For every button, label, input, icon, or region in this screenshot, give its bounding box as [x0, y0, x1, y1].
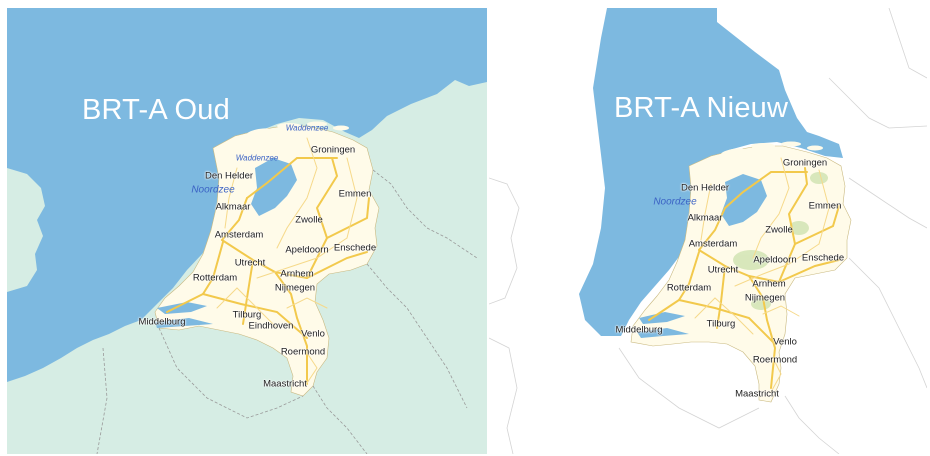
country-borders: [96, 169, 478, 454]
city-label-tilburg: Tilburg: [706, 318, 736, 330]
sea-label-noordzee: Noordzee: [653, 196, 697, 208]
wadden-islands: [217, 121, 349, 168]
city-label-nijmegen: Nijmegen: [274, 282, 316, 294]
city-label-arnhem: Arnhem: [280, 268, 314, 280]
city-label-amsterdam: Amsterdam: [214, 229, 264, 241]
panel-title: BRT-A Nieuw: [614, 92, 789, 124]
sea-label-noordzee: Noordzee: [191, 184, 235, 196]
panel-title: BRT-A Oud: [82, 94, 230, 126]
ijsselmeer: [721, 174, 767, 226]
city-label-tilburg: Tilburg: [232, 309, 262, 321]
city-label-roermond: Roermond: [280, 346, 326, 358]
road-network-minor: [216, 137, 358, 384]
city-label-rotterdam: Rotterdam: [192, 272, 238, 284]
city-label-maastricht: Maastricht: [263, 378, 307, 390]
city-label-alkmaar: Alkmaar: [215, 201, 251, 213]
city-label-groningen: Groningen: [310, 144, 356, 156]
city-label-rotterdam: Rotterdam: [666, 282, 712, 294]
sea-label-waddenzee: Waddenzee: [235, 153, 279, 163]
country-outlines: [489, 8, 927, 454]
city-label-utrecht: Utrecht: [707, 264, 739, 276]
road-network-minor: [694, 157, 830, 393]
city-label-enschede: Enschede: [801, 252, 845, 264]
city-label-alkmaar: Alkmaar: [687, 212, 723, 224]
city-label-middelburg: Middelburg: [615, 324, 663, 336]
road-network: [648, 167, 840, 389]
city-label-venlo: Venlo: [773, 336, 797, 348]
city-label-emmen: Emmen: [808, 200, 842, 212]
city-label-den-helder: Den Helder: [204, 170, 254, 182]
netherlands-land: [154, 125, 380, 397]
city-label-den-helder: Den Helder: [680, 182, 730, 194]
zeeland-water: [155, 302, 213, 328]
road-network: [166, 157, 370, 385]
city-label-nijmegen: Nijmegen: [744, 292, 786, 304]
wadden-islands: [691, 141, 823, 185]
city-label-eindhoven: Eindhoven: [248, 320, 294, 332]
city-label-zwolle: Zwolle: [295, 214, 323, 226]
sea-area: [7, 8, 487, 382]
city-label-arnhem: Arnhem: [752, 278, 786, 290]
nature-areas: [733, 172, 828, 310]
city-label-utrecht: Utrecht: [234, 257, 266, 269]
city-label-venlo: Venlo: [301, 328, 325, 340]
map-old[interactable]: [7, 8, 487, 454]
uk-land: [7, 168, 45, 292]
city-label-apeldoorn: Apeldoorn: [753, 254, 797, 266]
city-label-zwolle: Zwolle: [765, 224, 793, 236]
city-label-enschede: Enschede: [333, 242, 377, 254]
city-label-groningen: Groningen: [782, 157, 828, 169]
ijsselmeer: [251, 158, 297, 216]
city-label-middelburg: Middelburg: [138, 316, 186, 328]
map-panel-old[interactable]: BRT-A Oud Waddenzee Waddenzee Noordzee G…: [7, 8, 487, 454]
map-new[interactable]: [489, 8, 927, 454]
city-label-apeldoorn: Apeldoorn: [285, 244, 329, 256]
city-label-maastricht: Maastricht: [735, 388, 779, 400]
sea-area: [579, 8, 843, 336]
city-label-roermond: Roermond: [752, 354, 798, 366]
city-label-emmen: Emmen: [338, 188, 372, 200]
map-panel-new[interactable]: BRT-A Nieuw Groningen Den Helder Noordze…: [489, 8, 927, 454]
city-label-amsterdam: Amsterdam: [688, 238, 738, 250]
sea-label-waddenzee: Waddenzee: [285, 123, 329, 133]
